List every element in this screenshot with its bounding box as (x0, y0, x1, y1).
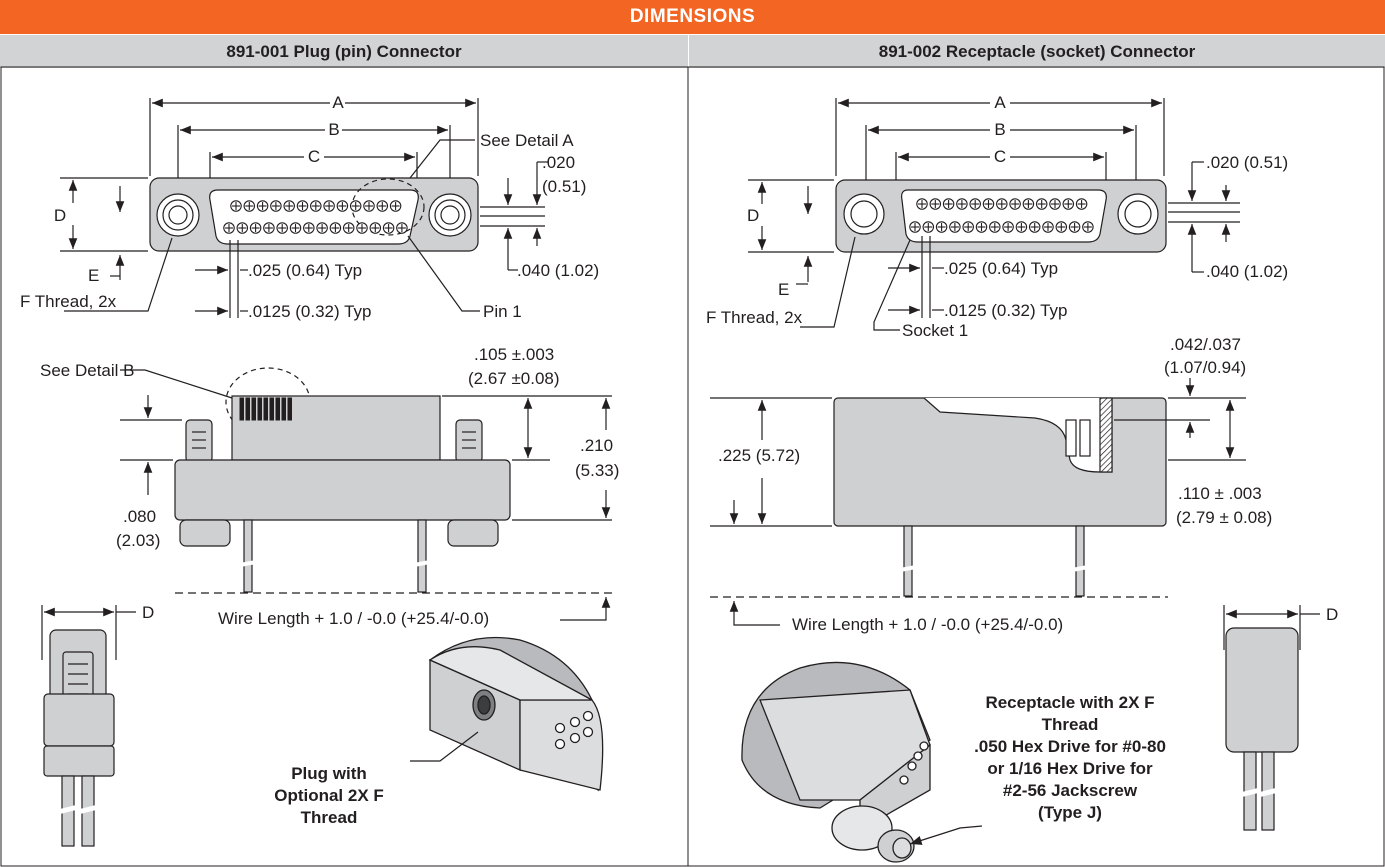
detail-pin (257, 397, 262, 421)
rec-end-dim-d: D (1326, 605, 1338, 624)
plug-dim-0125: .0125 (0.32) Typ (248, 302, 372, 321)
plug-dim-d: D (54, 206, 66, 225)
rec-callout-5: #2-56 Jackscrew (1003, 781, 1138, 800)
plug-dim-051: (0.51) (542, 177, 586, 196)
plug-dim-b: B (328, 120, 339, 139)
rec-dim-e: E (778, 280, 789, 299)
rec-dim-279: (2.79 ± 0.08) (1176, 508, 1272, 527)
plug-dim-533: (5.33) (575, 461, 619, 480)
detail-pin (269, 397, 274, 421)
plug-callout-2: Optional 2X F (274, 786, 384, 805)
receptacle-side-view (710, 378, 1246, 626)
plug-dim-025: .025 (0.64) Typ (248, 261, 362, 280)
rec-callout-3: .050 Hex Drive for #0-80 (974, 737, 1166, 756)
rec-dim-110: .110 ± .003 (1178, 484, 1262, 503)
plug-detail-b-pins (239, 397, 292, 421)
rec-dim-0125: .0125 (0.32) Typ (944, 301, 1068, 320)
plug-dim-080: .080 (123, 507, 156, 526)
rec-dim-a: A (994, 93, 1006, 112)
plug-see-detail-b: See Detail B (40, 361, 135, 380)
detail-pin (263, 397, 268, 421)
detail-pin (287, 397, 292, 421)
plug-pin-rows (223, 200, 408, 234)
rec-callout-1: Receptacle with 2X F (985, 693, 1154, 712)
plug-dim-267: (2.67 ±0.08) (468, 369, 560, 388)
plug-dim-210: .210 (580, 436, 613, 455)
receptacle-3d-view (741, 661, 931, 863)
rec-dim-020: .020 (0.51) (1206, 153, 1288, 172)
plug-wire-length: Wire Length + 1.0 / -0.0 (+25.4/-0.0) (218, 609, 489, 628)
rec-socket1: Socket 1 (902, 321, 968, 340)
rec-dim-c: C (994, 147, 1006, 166)
plug-dim-105: .105 ±.003 (474, 345, 554, 364)
plug-f-thread: F Thread, 2x (20, 292, 117, 311)
plug-dim-a: A (332, 93, 344, 112)
rec-dim-d: D (747, 206, 759, 225)
rec-dim-b: B (994, 120, 1005, 139)
rec-dim-107: (1.07/0.94) (1164, 358, 1246, 377)
detail-pin (251, 397, 256, 421)
plug-pin1: Pin 1 (483, 302, 522, 321)
plug-see-detail-a: See Detail A (480, 131, 574, 150)
plug-side-view (120, 367, 612, 621)
rec-callout-2: Thread (1042, 715, 1099, 734)
frame-border (0, 66, 1385, 867)
plug-3d-view (428, 636, 604, 792)
detail-pin (281, 397, 286, 421)
plug-dim-c: C (308, 147, 320, 166)
plug-dim-040: .040 (1.02) (517, 261, 599, 280)
plug-callout-1: Plug with (291, 764, 367, 783)
detail-pin (239, 397, 244, 421)
plug-end-view (41, 605, 136, 847)
plug-callout-3: Thread (301, 808, 358, 827)
rec-wire-length: Wire Length + 1.0 / -0.0 (+25.4/-0.0) (792, 615, 1063, 634)
dimensions-title: DIMENSIONS (0, 0, 1385, 34)
plug-dim-020: .020 (542, 153, 575, 172)
receptacle-end-view (1223, 605, 1320, 831)
detail-pin (245, 397, 250, 421)
rec-callout-4: or 1/16 Hex Drive for (987, 759, 1153, 778)
rec-dim-225: .225 (5.72) (718, 446, 800, 465)
rec-callout-6: (Type J) (1038, 803, 1102, 822)
rec-dim-040: .040 (1.02) (1206, 262, 1288, 281)
rec-dim-042: .042/.037 (1170, 335, 1241, 354)
plug-dim-203: (2.03) (116, 531, 160, 550)
receptacle-column-header: 891-002 Receptacle (socket) Connector (689, 34, 1385, 68)
receptacle-top-view (748, 98, 1240, 331)
rec-f-thread: F Thread, 2x (706, 308, 803, 327)
plug-column-header: 891-001 Plug (pin) Connector (0, 34, 688, 68)
rec-dim-025: .025 (0.64) Typ (944, 259, 1058, 278)
plug-dim-e: E (88, 266, 99, 285)
plug-end-dim-d: D (142, 603, 154, 622)
receptacle-socket-rows (909, 198, 1094, 233)
detail-pin (275, 397, 280, 421)
